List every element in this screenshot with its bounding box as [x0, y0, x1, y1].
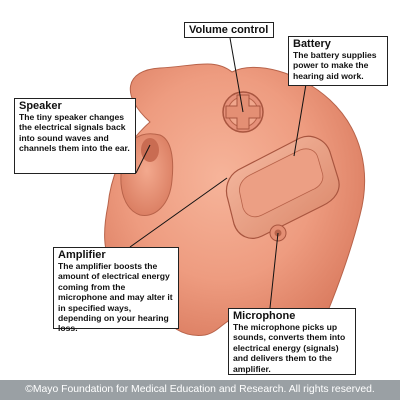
microphone-text: The microphone picks up sounds, converts…	[233, 322, 346, 374]
volume-control-title: Volume control	[189, 24, 269, 36]
volume-control-callout: Volume control	[184, 22, 274, 38]
leader-lines	[129, 37, 309, 309]
battery-text: The battery supplies power to make the h…	[293, 50, 377, 81]
battery-callout: Battery The battery supplies power to ma…	[288, 36, 388, 86]
speaker-title: Speaker	[19, 100, 62, 112]
battery-leader-line	[293, 71, 309, 157]
copyright-footer: ©Mayo Foundation for Medical Education a…	[0, 380, 400, 400]
amplifier-leader-line	[129, 177, 228, 248]
volume-leader-line	[229, 37, 244, 113]
microphone-leader-line	[269, 232, 279, 309]
speaker-callout: Speaker The tiny speaker changes the ele…	[14, 98, 136, 174]
speaker-text: The tiny speaker changes the electrical …	[19, 112, 130, 154]
speaker-leader-line	[135, 144, 151, 174]
microphone-callout: Microphone The microphone picks up sound…	[228, 308, 356, 375]
speaker-opening	[141, 138, 159, 162]
battery-title: Battery	[293, 38, 331, 50]
battery-compartment	[225, 135, 340, 239]
amplifier-callout: Amplifier The amplifier boosts the amoun…	[53, 247, 179, 333]
amplifier-title: Amplifier	[58, 249, 106, 261]
microphone-title: Microphone	[233, 310, 296, 322]
amplifier-text: The amplifier boosts the amount of elect…	[58, 261, 173, 334]
